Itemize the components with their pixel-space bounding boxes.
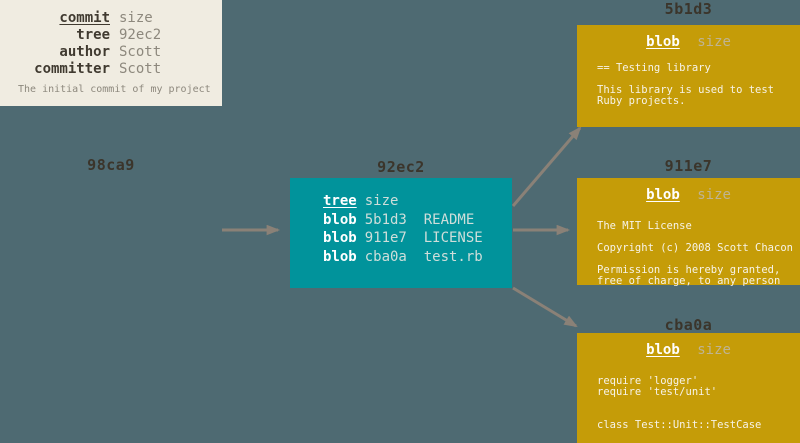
- commit-hash-label: 98ca9: [87, 156, 135, 174]
- blob-type-key: blob: [646, 34, 680, 50]
- blob-hash-label-911e7: 911e7: [664, 157, 713, 175]
- blob-header: blob size: [577, 187, 800, 203]
- tree-type-key: tree: [323, 193, 357, 209]
- commit-author-value: Scott: [119, 44, 162, 60]
- commit-row-author: author Scott: [0, 44, 222, 61]
- blob-content-cba0a: require 'logger' require 'test/unit' cla…: [577, 376, 800, 431]
- blob-content-line: Copyright (c) 2008 Scott Chacon: [597, 242, 793, 254]
- blob-object-box-5b1d3: blob size == Testing library This librar…: [577, 25, 800, 127]
- tree-entry-type: blob: [323, 230, 357, 246]
- tree-size-value: size: [364, 193, 399, 209]
- blob-content-line: == Testing library: [597, 62, 711, 74]
- commit-row-tree: tree 92ec2: [0, 27, 222, 44]
- blob-type-key: blob: [646, 187, 680, 203]
- blob-content-line: class Test::Unit::TestCase: [597, 419, 762, 431]
- blob-content-line: Ruby projects.: [597, 95, 686, 107]
- blob-type-key: blob: [646, 342, 680, 358]
- blob-size-value: size: [697, 342, 731, 358]
- tree-row-type: tree size: [323, 192, 512, 211]
- blob-object-box-cba0a: blob size require 'logger' require 'test…: [577, 333, 800, 443]
- blob-content-line: require 'test/unit': [597, 386, 718, 398]
- blob-content-line: This library is used to test: [597, 84, 775, 96]
- commit-author-key: author: [59, 44, 110, 60]
- commit-tree-value: 92ec2: [119, 27, 162, 43]
- arrow-tree-to-blob-5b1d3: [511, 126, 582, 207]
- tree-entry-testrb: blob cba0a test.rb: [323, 248, 512, 267]
- tree-entry-type: blob: [323, 248, 357, 265]
- blob-content-line: The MIT License: [597, 220, 692, 232]
- tree-entry-license: blob 911e7 LICENSE: [323, 229, 512, 248]
- blob-content-line: free of charge, to any person: [597, 275, 781, 287]
- commit-row-committer: committer Scott: [0, 61, 222, 78]
- blob-object-box-911e7: blob size The MIT License Copyright (c) …: [577, 178, 800, 287]
- blob-hash-label-cba0a: cba0a: [664, 316, 713, 334]
- commit-message: The initial commit of my project: [18, 84, 211, 95]
- blob-content-line: [597, 398, 800, 409]
- commit-committer-value: Scott: [119, 61, 162, 77]
- tree-entry-type: blob: [323, 211, 357, 228]
- blob-content-line: Permission is hereby granted,: [597, 264, 781, 276]
- commit-row-type: commit size: [0, 10, 222, 27]
- blob-header: blob size: [577, 342, 800, 358]
- commit-committer-key: committer: [34, 61, 110, 77]
- commit-tree-key: tree: [76, 27, 110, 43]
- tree-entry-value: 911e7 LICENSE: [364, 230, 483, 246]
- tree-object-box: tree size blob 5b1d3 README blob 911e7 L…: [290, 178, 512, 288]
- tree-hash-label: 92ec2: [377, 158, 425, 176]
- tree-entry-value: 5b1d3 README: [364, 211, 475, 228]
- tree-entry-value: cba0a test.rb: [364, 248, 483, 265]
- commit-type-key: commit: [59, 10, 110, 26]
- blob-size-value: size: [697, 34, 731, 50]
- blob-content-911e7: The MIT License Copyright (c) 2008 Scott…: [577, 221, 800, 287]
- commit-object-box: commit size tree 92ec2 author Scott comm…: [0, 0, 222, 106]
- tree-entry-readme: blob 5b1d3 README: [323, 211, 512, 230]
- blob-header: blob size: [577, 34, 800, 50]
- blob-size-value: size: [697, 187, 731, 203]
- arrow-tree-to-blob-cba0a: [512, 286, 578, 328]
- blob-content-5b1d3: == Testing library This library is used …: [577, 63, 800, 107]
- commit-size-value: size: [119, 10, 153, 26]
- blob-hash-label-5b1d3: 5b1d3: [664, 0, 713, 18]
- blob-content-line: require 'logger': [597, 375, 699, 387]
